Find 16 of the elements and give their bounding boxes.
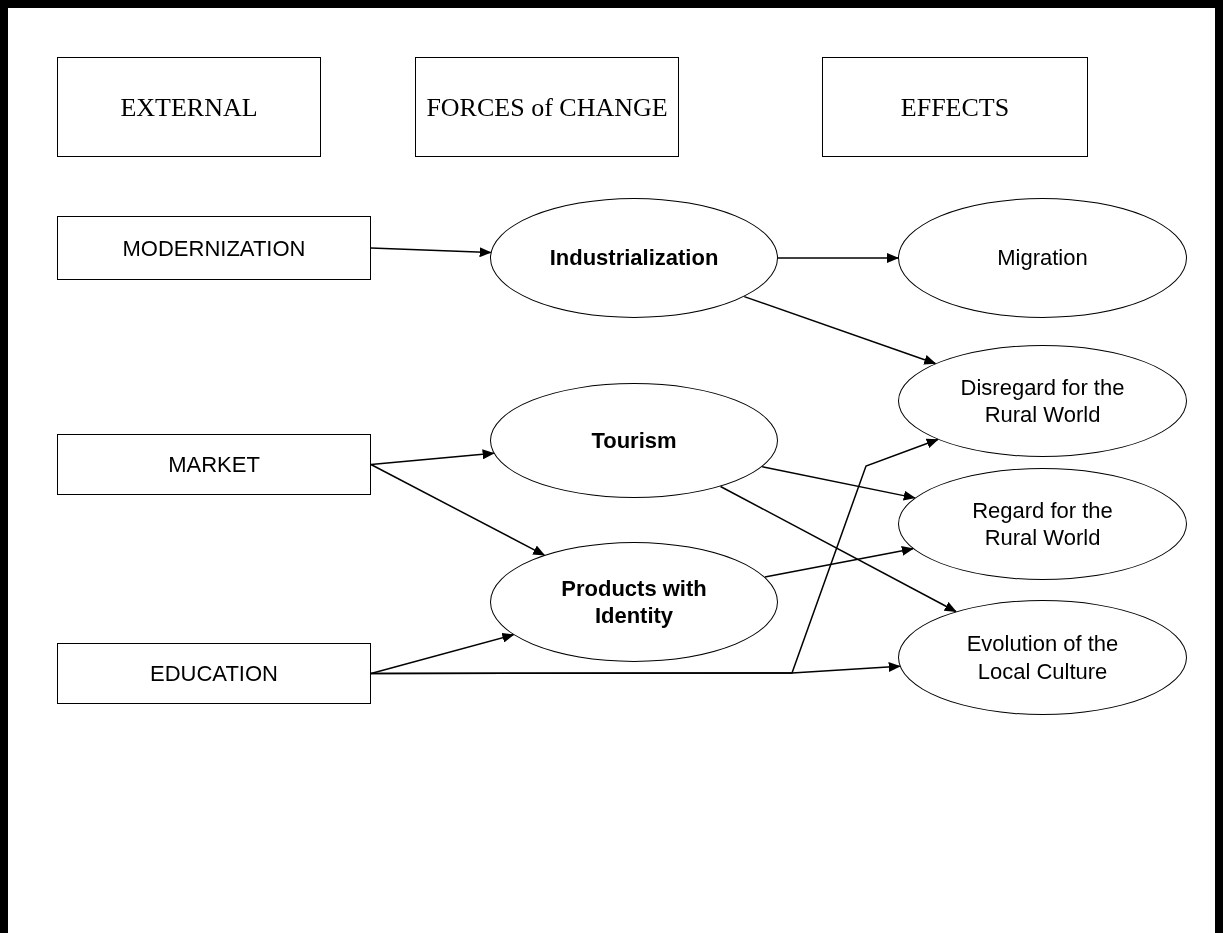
arrow [370, 247, 492, 258]
arrow [764, 545, 914, 578]
arrow [370, 632, 515, 675]
column-header-box: EFFECTS [822, 57, 1088, 157]
arrow [370, 662, 901, 675]
process-box: MARKET [57, 434, 371, 495]
arrow [719, 485, 957, 613]
arrow [370, 463, 546, 556]
arrow [743, 295, 937, 365]
arrow [777, 253, 899, 263]
arrow [370, 449, 495, 466]
process-box: EDUCATION [57, 643, 371, 704]
arrow [761, 465, 916, 501]
column-header-box: FORCES of CHANGE [415, 57, 679, 157]
process-box: MODERNIZATION [57, 216, 371, 280]
column-header-box: EXTERNAL [57, 57, 321, 157]
